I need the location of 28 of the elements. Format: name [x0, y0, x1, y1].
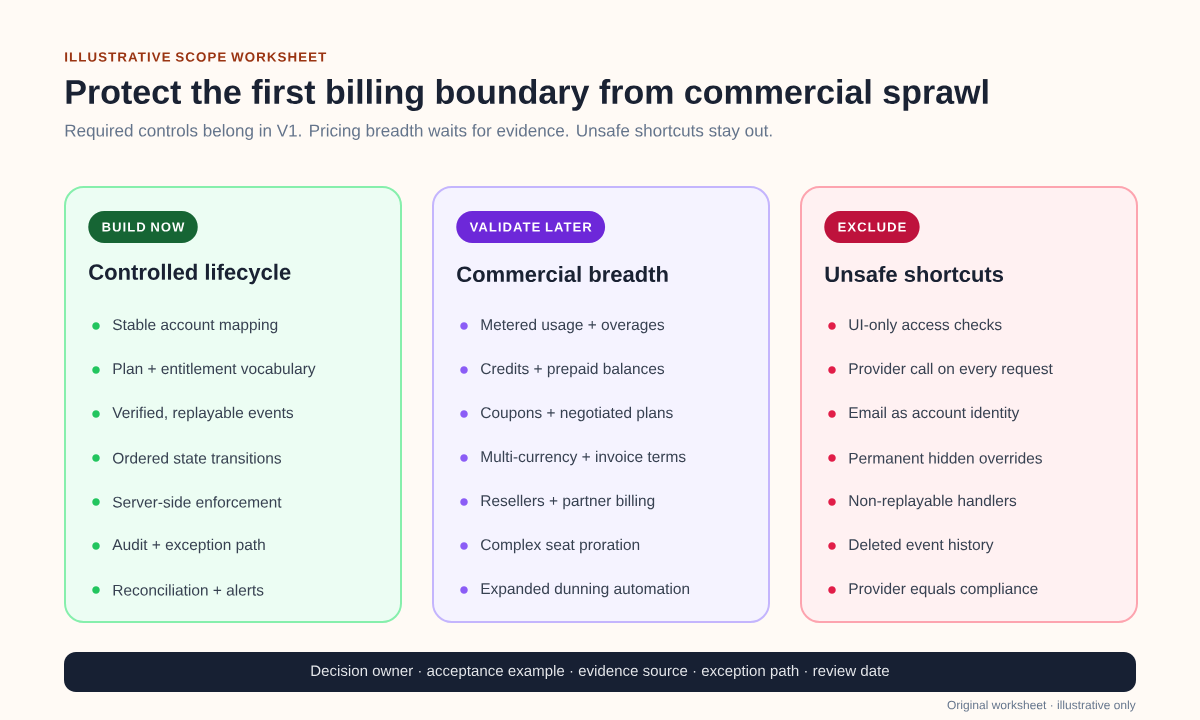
list-item: Coupons + negotiated plans — [460, 406, 673, 422]
card-heading: Unsafe shortcuts — [825, 265, 1004, 283]
list-item: Reconciliation + alerts — [92, 584, 264, 596]
list-item: Server-side enforcement — [92, 496, 282, 508]
list-item: Multi-currency + invoice terms — [460, 450, 686, 466]
card-heading: Commercial breadth — [457, 265, 668, 283]
list-item: Provider call on every request — [828, 362, 1053, 378]
list-item: Ordered state transitions — [92, 452, 282, 464]
kicker: ILLUSTRATIVE SCOPE WORKSHEET — [65, 52, 327, 62]
list-item: Expanded dunning automation — [460, 582, 690, 598]
subtitle: Required controls belong in V1. Pricing breadth waits for evidence. Unsafe shortcuts stay out. — [65, 124, 772, 140]
list-item: Plan + entitlement vocabulary — [92, 362, 316, 378]
list-item: Provider equals compliance — [828, 582, 1038, 598]
list-item: Complex seat proration — [460, 538, 640, 554]
list-item: Stable account mapping — [92, 318, 278, 334]
footer-bar: Decision owner · acceptance example · evidence source · exception path · review date — [64, 652, 1136, 692]
list-item: Non-replayable handlers — [828, 494, 1017, 510]
list-item: Email as account identity — [828, 406, 1020, 422]
list-item: Deleted event history — [828, 538, 994, 554]
list-item: Metered usage + overages — [460, 318, 665, 334]
list-item: UI-only access checks — [828, 318, 1002, 334]
title: Protect the first billing boundary from commercial sprawl — [66, 79, 988, 111]
list-item: Permanent hidden overrides — [828, 452, 1042, 464]
card-heading: Controlled lifecycle — [89, 263, 291, 285]
list-item: Credits + prepaid balances — [460, 362, 665, 378]
list-item: Audit + exception path — [92, 538, 265, 554]
list-item: Verified, replayable events — [92, 406, 294, 422]
list-item: Resellers + partner billing — [460, 494, 655, 510]
